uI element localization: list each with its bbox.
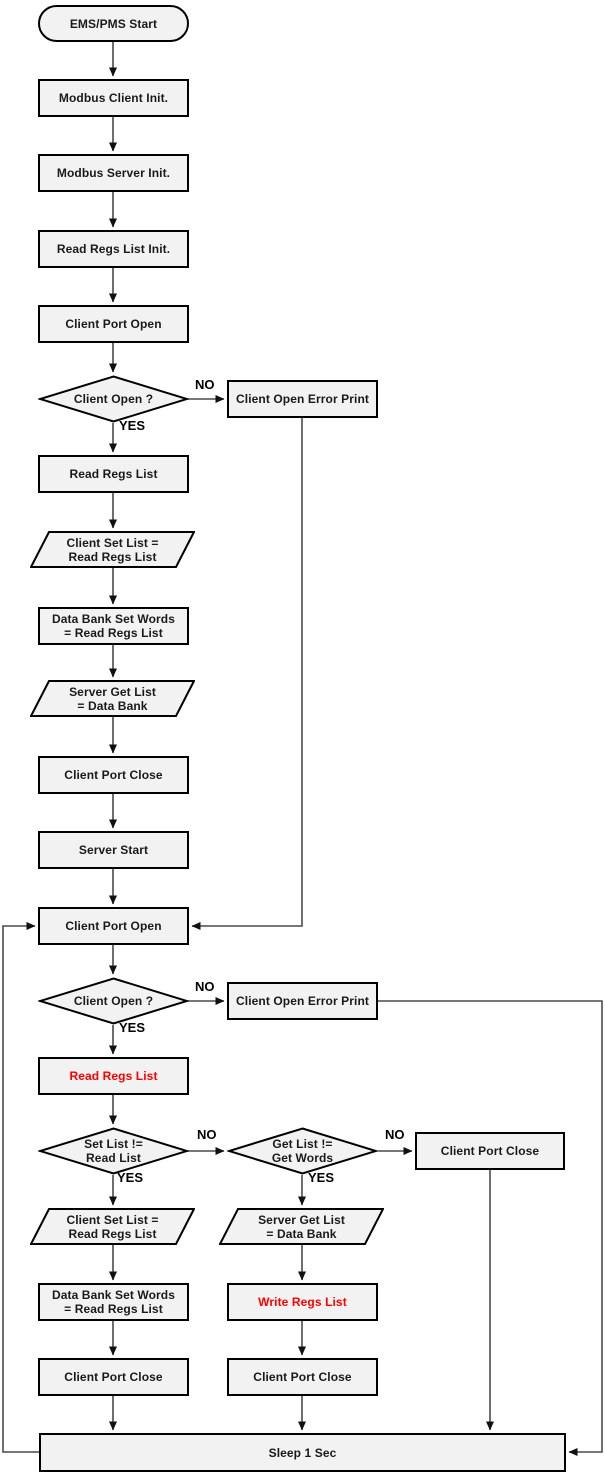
node-label: EMS/PMS Start xyxy=(69,16,158,31)
node-label: Client Port Close xyxy=(440,1144,540,1158)
diamond-shape xyxy=(227,1127,378,1175)
connector-error2-to-sleep xyxy=(378,1000,603,1456)
node-client-set-list-2: Client Set List = Read Regs List xyxy=(30,1208,195,1245)
node-label: Client Port Close xyxy=(253,1370,352,1384)
node-client-port-open-1: Client Port Open xyxy=(38,305,189,343)
node-decision-set-list-neq: Set List != Read List xyxy=(38,1127,189,1175)
edge-label-yes-1: YES xyxy=(119,418,146,433)
edge-label-no-3: NO xyxy=(197,1127,217,1142)
node-label: Client Set List = Read Regs List xyxy=(66,535,159,564)
parallelogram-shape xyxy=(30,680,195,717)
node-label: Client Open Error Print xyxy=(236,392,369,406)
parallelogram-shape xyxy=(30,1208,195,1245)
parallelogram-shape xyxy=(219,1208,384,1245)
node-label: Get List != Get Words xyxy=(271,1137,334,1165)
node-decision-get-list-neq: Get List != Get Words xyxy=(227,1127,378,1175)
connector-error1-to-port-open2 xyxy=(191,418,303,930)
edge-label-no-2: NO xyxy=(195,979,215,994)
node-client-open-error-1: Client Open Error Print xyxy=(227,380,378,418)
node-client-port-close-right: Client Port Close xyxy=(415,1132,565,1170)
node-label: Client Set List = Read Regs List xyxy=(66,1212,159,1241)
node-label: Data Bank Set Words = Read Regs List xyxy=(51,612,176,640)
node-modbus-server-init: Modbus Server Init. xyxy=(38,154,189,192)
edge-label-no-1: NO xyxy=(195,377,215,392)
node-client-open-error-2: Client Open Error Print xyxy=(227,982,378,1020)
node-label: Set List != Read List xyxy=(84,1137,143,1165)
edge-label-yes-3: YES xyxy=(117,1170,144,1185)
node-label: Write Regs List xyxy=(258,1295,347,1309)
node-data-bank-set-words-1: Data Bank Set Words = Read Regs List xyxy=(38,607,189,645)
node-decision-client-open-1: Client Open ? xyxy=(38,375,189,423)
connector-sleep-loop-to-port-open2 xyxy=(2,922,39,1453)
node-start: EMS/PMS Start xyxy=(38,5,189,42)
node-server-get-list-2: Server Get List = Data Bank xyxy=(219,1208,384,1245)
node-read-regs-list-2: Read Regs List xyxy=(38,1057,189,1095)
node-client-port-open-2: Client Port Open xyxy=(38,907,189,945)
node-label: Client Port Close xyxy=(64,768,163,782)
node-label: Client Port Open xyxy=(65,317,162,331)
parallelogram-shape xyxy=(30,531,195,568)
node-server-get-list-1: Server Get List = Data Bank xyxy=(30,680,195,717)
node-label: Client Open ? xyxy=(73,994,154,1008)
node-label: Server Get List = Data Bank xyxy=(69,684,156,713)
node-label: Server Start xyxy=(78,843,149,857)
node-label: Server Get List = Data Bank xyxy=(258,1212,345,1241)
node-client-port-close-2: Client Port Close xyxy=(38,1358,189,1396)
node-server-start: Server Start xyxy=(38,831,189,869)
diamond-shape xyxy=(38,977,189,1025)
node-read-regs-list-init: Read Regs List Init. xyxy=(38,230,189,268)
node-sleep: Sleep 1 Sec xyxy=(39,1433,566,1472)
edge-label-yes-2: YES xyxy=(119,1020,146,1035)
edge-label-no-4: NO xyxy=(385,1127,405,1142)
node-label: Read Regs List xyxy=(69,467,158,481)
node-read-regs-list-1: Read Regs List xyxy=(38,455,189,493)
node-label: Read Regs List xyxy=(69,1069,158,1083)
node-data-bank-set-words-2: Data Bank Set Words = Read Regs List xyxy=(38,1283,189,1321)
node-client-port-close-3: Client Port Close xyxy=(227,1358,378,1396)
node-label: Client Port Close xyxy=(64,1370,163,1384)
node-label: Client Open ? xyxy=(73,392,154,406)
node-label: Read Regs List Init. xyxy=(56,242,171,256)
diamond-shape xyxy=(38,1127,189,1175)
node-label: Modbus Server Init. xyxy=(56,166,171,180)
node-label: Client Open Error Print xyxy=(236,994,369,1008)
node-label: Client Port Open xyxy=(65,919,162,933)
edge-label-yes-4: YES xyxy=(308,1170,335,1185)
node-decision-client-open-2: Client Open ? xyxy=(38,977,189,1025)
node-modbus-client-init: Modbus Client Init. xyxy=(38,79,189,117)
node-client-port-close-1: Client Port Close xyxy=(38,756,189,794)
diamond-shape xyxy=(38,375,189,423)
node-write-regs-list: Write Regs List xyxy=(227,1283,378,1321)
node-label: Data Bank Set Words = Read Regs List xyxy=(51,1288,176,1316)
node-client-set-list-1: Client Set List = Read Regs List xyxy=(30,531,195,568)
node-label: Modbus Client Init. xyxy=(58,91,169,105)
node-label: Sleep 1 Sec xyxy=(268,1445,337,1460)
